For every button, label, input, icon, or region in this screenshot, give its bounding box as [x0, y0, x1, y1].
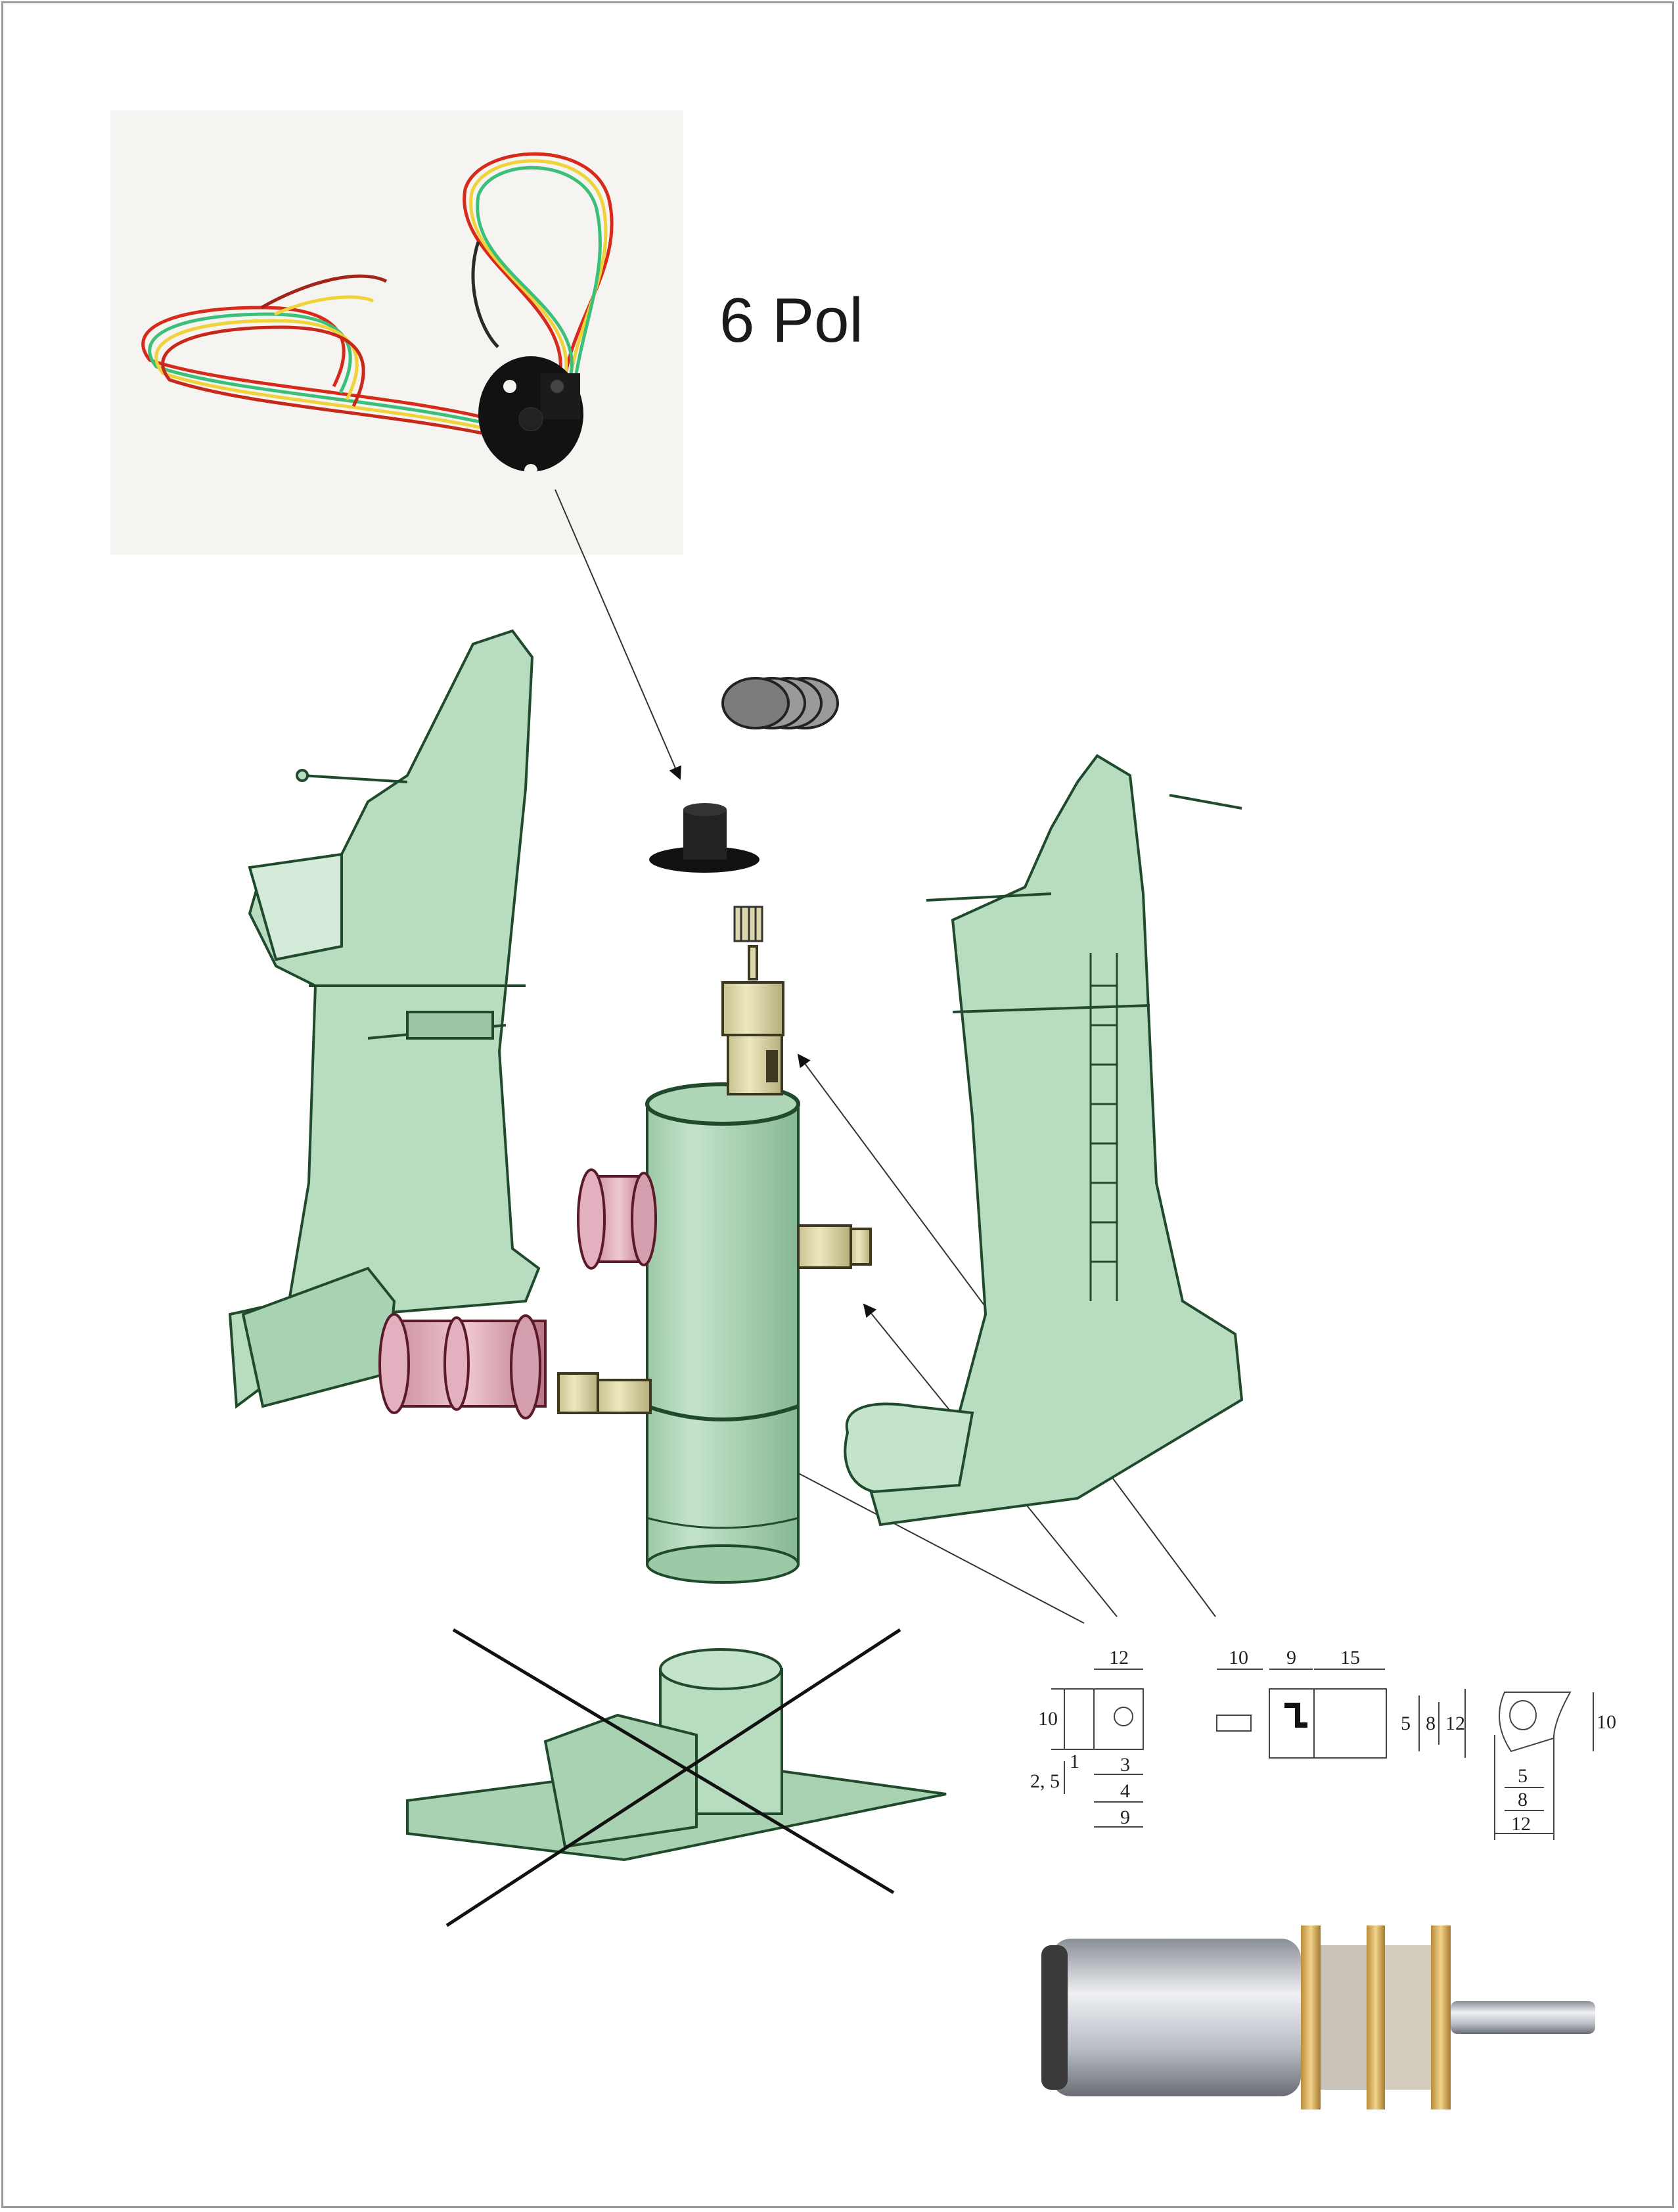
slip-ring-pole-count-label: 6 Pol — [719, 285, 863, 356]
drawing-end-view — [1494, 1692, 1594, 1840]
cross-line-1 — [452, 1628, 895, 1895]
spool-gear — [721, 677, 839, 729]
upper-winch-drum — [577, 1168, 657, 1270]
dim-end-5: 5 — [1518, 1765, 1528, 1787]
dim-front-3: 3 — [1120, 1754, 1130, 1776]
pointer-slip-ring — [555, 489, 682, 780]
dim-front-4: 4 — [1120, 1780, 1130, 1802]
dim-side-motor: 15 — [1340, 1647, 1360, 1669]
dim-front-width: 12 — [1109, 1647, 1129, 1669]
lower-winch-drums — [378, 1313, 547, 1419]
cross-line-2 — [445, 1628, 901, 1927]
dim-side-8: 8 — [1426, 1713, 1436, 1734]
pinion-gear — [733, 906, 763, 942]
top-gearmotor — [721, 945, 784, 1095]
dim-end-8: 8 — [1518, 1789, 1528, 1810]
drawing-side-view — [1216, 1669, 1466, 1759]
dim-side-12: 12 — [1445, 1713, 1465, 1734]
slip-ring-cap — [649, 803, 760, 873]
dim-end-12: 12 — [1511, 1813, 1531, 1835]
slip-ring-photo — [110, 110, 683, 555]
dim-front-height: 10 — [1038, 1708, 1058, 1730]
dim-side-shaft: 10 — [1229, 1647, 1248, 1669]
dim-side-gearbox: 9 — [1286, 1647, 1296, 1669]
lower-gearmotor — [557, 1372, 652, 1414]
micro-gear-motor-photo — [1041, 1925, 1595, 2109]
dim-end-height: 10 — [1597, 1711, 1616, 1733]
drawing-front-view — [1051, 1669, 1144, 1828]
left-tower — [228, 629, 541, 1409]
dim-front-offset-a: 2, 5 — [1030, 1770, 1060, 1792]
side-gearmotor — [797, 1224, 872, 1269]
right-tower — [844, 754, 1244, 1527]
slip-ring-illustration — [141, 152, 614, 477]
central-cylinder — [645, 1082, 800, 1584]
dim-front-9: 9 — [1120, 1807, 1130, 1828]
dim-front-offset-b: 1 — [1070, 1751, 1079, 1772]
old-base-crossed-out — [406, 1628, 947, 1927]
dim-side-5: 5 — [1401, 1713, 1411, 1734]
